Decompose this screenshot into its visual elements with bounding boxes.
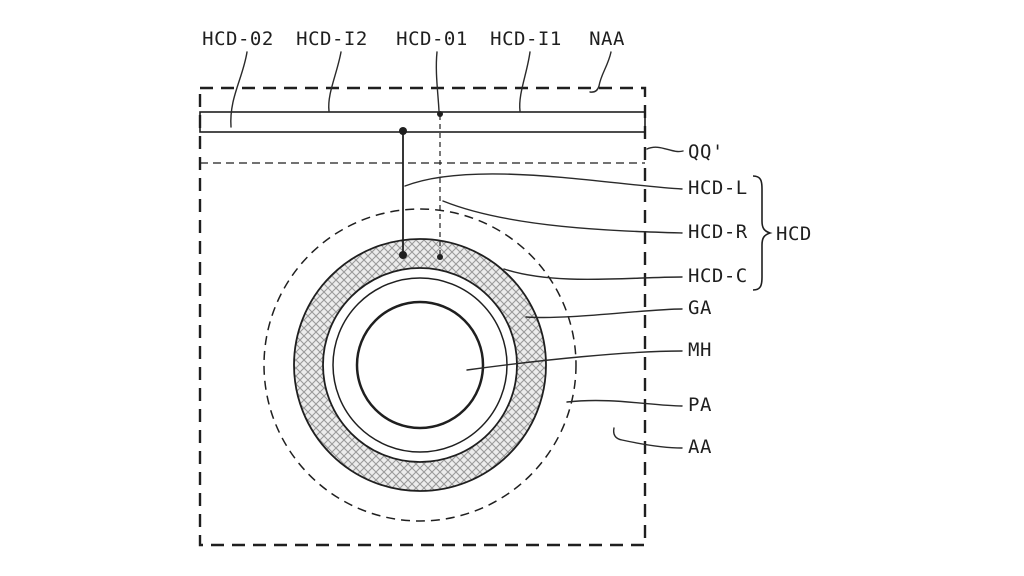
label-hcd-i1: HCD-I1	[490, 28, 562, 50]
display-dashed-boundary	[198, 86, 647, 547]
leader-hcd-l	[404, 173, 683, 190]
leader-qq	[646, 146, 684, 153]
hcd-l-bottom-dot	[399, 251, 407, 259]
leader-hcd-r	[442, 200, 683, 234]
leader-ga	[525, 308, 683, 319]
leader-naa	[589, 51, 612, 93]
leader-hcd-i1	[519, 51, 531, 112]
hcd-l-top-dot	[399, 127, 407, 135]
inner-secondary-circle	[332, 277, 508, 453]
label-hcd-r: HCD-R	[688, 221, 748, 243]
leader-hcd-01	[435, 51, 440, 112]
leader-mh	[466, 350, 683, 371]
label-pa: PA	[688, 394, 712, 416]
label-hcd-02: HCD-02	[202, 28, 274, 50]
hcd-r-bottom-dot	[437, 254, 443, 260]
label-hcd-01: HCD-01	[396, 28, 468, 50]
label-naa: NAA	[589, 28, 625, 50]
leader-hcd-02	[230, 51, 248, 128]
label-ga: GA	[688, 297, 712, 319]
ga-hatched-ring	[294, 239, 546, 491]
label-aa: AA	[688, 436, 712, 458]
leader-hcd-c	[503, 268, 683, 281]
label-hcd-i2: HCD-I2	[296, 28, 368, 50]
hcd-r-top-dot	[437, 111, 443, 117]
ring-inner-circle	[322, 267, 518, 463]
leader-pa	[566, 399, 683, 407]
label-hcd-c: HCD-C	[688, 265, 748, 287]
leader-aa	[612, 427, 683, 449]
label-hcd-l: HCD-L	[688, 177, 748, 199]
ring-outer-circle	[293, 238, 547, 492]
leader-hcd-i2	[328, 51, 342, 112]
label-hcd-group: HCD	[776, 223, 812, 245]
pa-dashed-circle	[263, 208, 577, 522]
label-mh: MH	[688, 339, 712, 361]
top-wiring-bar	[199, 111, 646, 133]
hcd-group-brace	[752, 175, 773, 291]
label-qq: QQ'	[688, 141, 724, 163]
mh-circle	[355, 300, 485, 430]
